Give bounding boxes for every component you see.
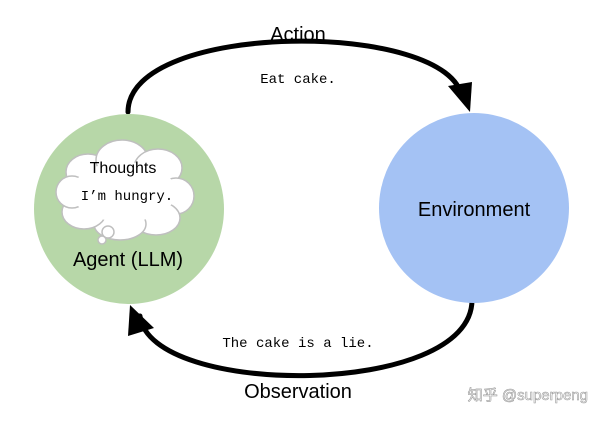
observation-message: The cake is a lie. [222,336,373,352]
action-label: Action [270,24,326,46]
observation-arrow [137,297,475,379]
environment-label: Environment [418,199,531,221]
action-message: Eat cake. [260,72,336,88]
observation-label: Observation [244,381,352,403]
agent-label: Agent (LLM) [73,249,183,271]
environment-node [379,113,569,303]
action-arrowhead [448,82,472,112]
action-arrow [125,38,465,115]
observation-arrowhead [128,305,154,336]
thought-bubble [55,139,195,245]
watermark: 知乎 @superpeng [468,387,588,404]
thought-title: Thoughts [90,160,157,177]
thought-message: I’m hungry. [81,189,173,205]
